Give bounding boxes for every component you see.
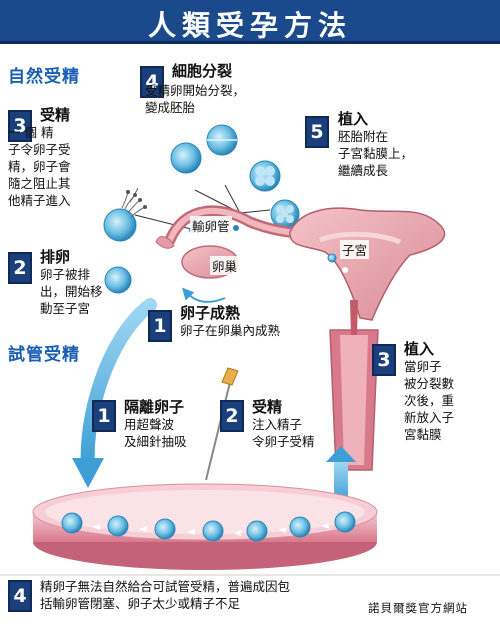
ivf-step-2-number: 2 (220, 400, 244, 432)
ivf-step-1-number: 1 (92, 400, 116, 432)
source-credit: 諾貝爾獎官方網站 (368, 601, 468, 615)
ivf-step-2-text: 注入精子 令卵子受精 (252, 417, 315, 449)
oviduct-label: 輸卵管 (190, 216, 232, 235)
ivf-step-3-number: 3 (372, 344, 396, 376)
natural-step-2-number: 2 (8, 252, 32, 284)
natural-step-1-text: 卵子在卵巢內成熟 (180, 323, 281, 338)
natural-step-4-number: 4 (140, 66, 164, 98)
dividing-cells (170, 124, 300, 229)
uterus-label: 子宮 (340, 240, 370, 259)
egg-with-sperm (103, 187, 147, 242)
natural-step-2-heading: 排卵 (40, 248, 71, 266)
page-title: 人類受孕方法 (147, 9, 352, 42)
natural-step-1-number: 1 (148, 310, 172, 342)
implant-arrow (326, 446, 356, 502)
natural-step-1-heading: 卵子成熟 (180, 304, 241, 322)
footer-text: 精卵子無法自然給合可試管受精，普遍成因包 括輸卵管閉塞、卵子太少或精子不足 (40, 579, 291, 611)
ovulated-egg (104, 266, 132, 294)
ovary-label: 卵巢 (210, 256, 240, 275)
natural-step-4-text: 受精卵開始分裂， 變成胚胎 (145, 83, 246, 115)
ivf-step-2-heading: 受精 (252, 398, 283, 416)
natural-step-5-heading: 植入 (338, 110, 369, 128)
maturation-arrow (181, 287, 226, 303)
ivf-heading: 試管受精 (8, 345, 80, 365)
flow-arrow-to-dish (80, 298, 157, 472)
ivf-step-1-heading: 隔離卵子 (124, 398, 185, 416)
natural-step-2-text: 卵子被排 出，開始移 動至子宮 (40, 267, 103, 316)
ivf-step-3-heading: 植入 (404, 340, 435, 358)
uterus-shape (289, 207, 446, 471)
natural-step-4-heading: 細胞分裂 (172, 62, 233, 80)
footer-step-4-number: 4 (8, 580, 32, 612)
title-bar (0, 0, 500, 44)
natural-step-3-number: 3 (8, 110, 32, 142)
ivf-step-1-text: 用超聲波 及細針抽吸 (124, 417, 187, 449)
natural-step-5-text: 胚胎附在 子宮黏膜上， 繼續成長 (338, 129, 414, 178)
natural-step-3-text: 一 個 精 子令卵子受 精，卵子會 隨之阻止其 他精子進入 (8, 125, 71, 208)
ivf-step-3-text: 當卵子 被分裂數 次後，重 新放入子 宮黏膜 (404, 359, 455, 442)
petri-dish (32, 483, 378, 570)
needle (205, 367, 239, 481)
natural-heading: 自然受精 (8, 67, 80, 87)
natural-step-5-number: 5 (305, 116, 329, 148)
natural-step-3-heading: 受精 (40, 106, 71, 124)
